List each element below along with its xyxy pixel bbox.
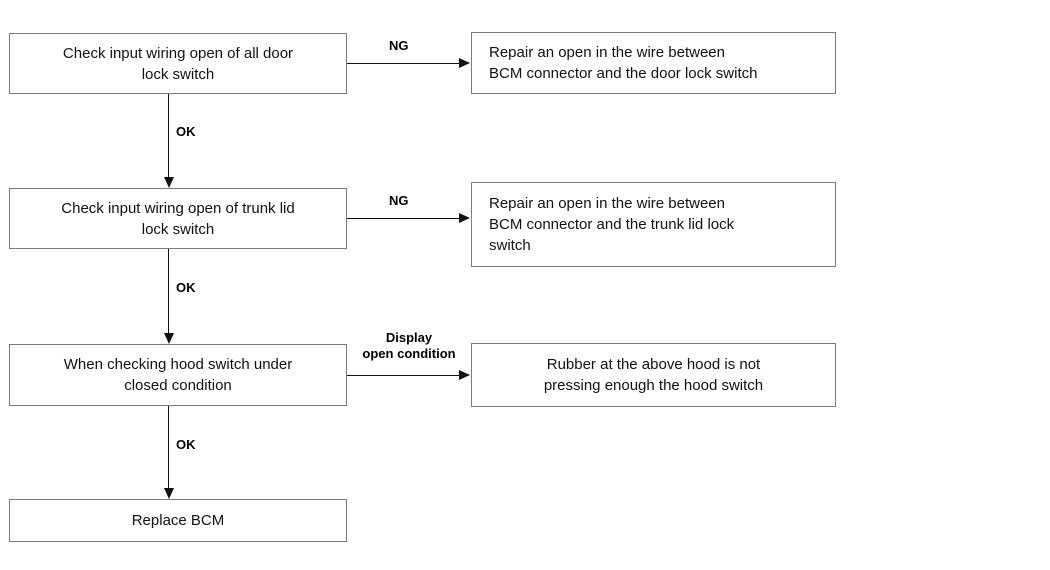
arrow-right-icon — [459, 213, 470, 223]
node-label: Replace BCM — [131, 512, 225, 529]
edge-label-ok-hood: OK — [176, 437, 196, 452]
arrow-down-icon — [163, 488, 174, 499]
connector-hood-to-rubber — [347, 375, 460, 376]
edge-label-display-open-condition: Display open condition — [362, 330, 456, 361]
arrow-right-icon — [459, 58, 470, 68]
node-label: When checking hood switch under closed c… — [63, 356, 293, 394]
connector-door-to-repair — [347, 63, 460, 64]
node-check-trunk-lid-lock-switch-wiring[interactable]: Check input wiring open of trunk lid loc… — [9, 188, 347, 249]
edge-label-ng-door: NG — [389, 38, 409, 53]
node-hood-rubber-not-pressing-switch[interactable]: Rubber at the above hood is not pressing… — [471, 343, 836, 407]
node-label: Repair an open in the wire between BCM c… — [489, 44, 758, 82]
node-check-hood-switch-closed-condition[interactable]: When checking hood switch under closed c… — [9, 344, 347, 406]
connector-trunk-to-repair — [347, 218, 460, 219]
connector-hood-to-replace-bcm — [168, 406, 169, 488]
node-replace-bcm[interactable]: Replace BCM — [9, 499, 347, 542]
connector-trunk-to-hood — [168, 249, 169, 333]
node-label: Rubber at the above hood is not pressing… — [543, 356, 764, 394]
edge-label-ng-trunk: NG — [389, 193, 409, 208]
arrow-right-icon — [459, 370, 470, 380]
edge-label-ok-trunk: OK — [176, 280, 196, 295]
arrow-down-icon — [163, 177, 174, 188]
node-label: Repair an open in the wire between BCM c… — [489, 195, 735, 254]
node-repair-trunk-lid-lock-switch-wire[interactable]: Repair an open in the wire between BCM c… — [471, 182, 836, 267]
edge-label-ok-door: OK — [176, 124, 196, 139]
node-label: Check input wiring open of all door lock… — [62, 44, 294, 83]
arrow-down-icon — [163, 333, 174, 344]
node-label: Check input wiring open of trunk lid loc… — [61, 199, 295, 238]
node-check-door-lock-switch-wiring[interactable]: Check input wiring open of all door lock… — [9, 33, 347, 94]
connector-door-to-trunk — [168, 94, 169, 178]
node-repair-door-lock-switch-wire[interactable]: Repair an open in the wire between BCM c… — [471, 32, 836, 94]
